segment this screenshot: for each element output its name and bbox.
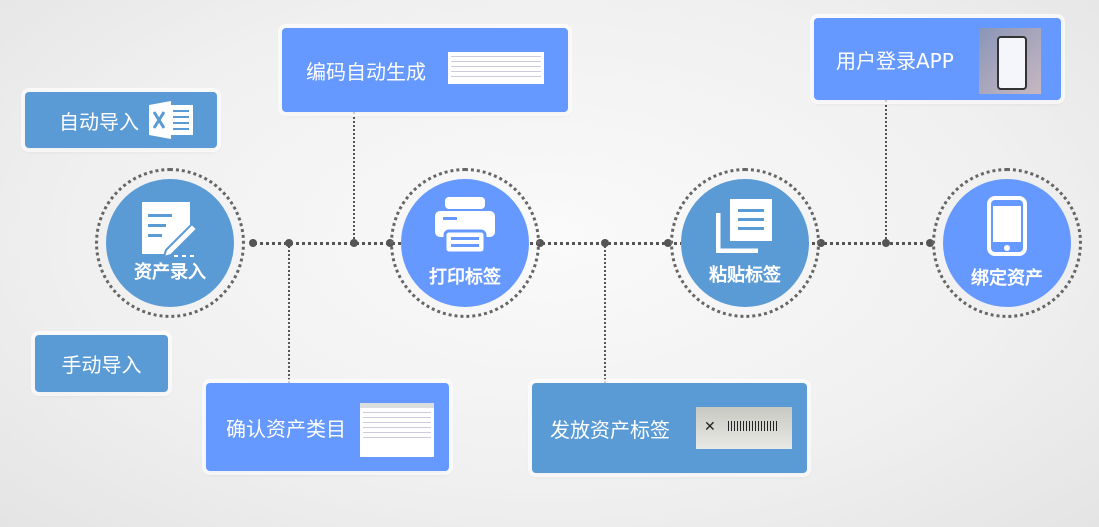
timeline-dot: [882, 239, 890, 247]
step-label: 资产录入: [134, 262, 206, 283]
excel-icon: [149, 101, 193, 139]
timeline-dot: [926, 239, 934, 247]
box-label: 发放资产标签: [550, 417, 670, 442]
box-manual-import: 手动导入: [35, 335, 168, 392]
box-user-login: 用户登录APP: [814, 18, 1061, 100]
box-auto-code: 编码自动生成: [282, 28, 568, 112]
step-label: 打印标签: [429, 267, 501, 288]
box-label: 编码自动生成: [306, 59, 426, 84]
box-issue-label: 发放资产标签 ✕: [532, 383, 807, 473]
barcode-label-photo: ✕: [696, 407, 792, 449]
timeline-dot: [817, 239, 825, 247]
box-label: 用户登录APP: [836, 48, 954, 73]
box-label: 自动导入: [59, 109, 139, 134]
connector-auto-code: [353, 112, 355, 243]
connector-issue-label: [604, 243, 606, 383]
smartphone-icon: [987, 196, 1027, 256]
form-edit-icon: [142, 202, 199, 258]
box-label: 确认资产类目: [226, 416, 346, 441]
main-timeline: [253, 242, 931, 245]
timeline-dot: [601, 239, 609, 247]
step-bind-asset: 绑定资产: [932, 168, 1082, 318]
step-paste-label: 粘贴标签: [670, 168, 820, 318]
timeline-dot: [350, 239, 358, 247]
timeline-dot: [536, 239, 544, 247]
box-confirm-category: 确认资产类目: [206, 383, 449, 471]
step-label: 粘贴标签: [709, 265, 781, 286]
timeline-dot: [664, 239, 672, 247]
box-auto-import: 自动导入: [25, 92, 217, 148]
timeline-dot: [285, 239, 293, 247]
code-list-thumbnail: [448, 52, 544, 84]
printer-icon: [435, 197, 495, 255]
step-label: 绑定资产: [971, 268, 1043, 289]
connector-user-login: [885, 100, 887, 243]
documents-icon: [716, 199, 772, 253]
step-print-label: 打印标签: [390, 168, 540, 318]
timeline-dot: [249, 239, 257, 247]
connector-confirm-category: [288, 243, 290, 383]
step-asset-entry: 资产录入: [95, 168, 245, 318]
phone-login-photo: [979, 28, 1041, 94]
category-tree-thumbnail: [360, 403, 434, 457]
box-label: 手动导入: [61, 353, 142, 377]
